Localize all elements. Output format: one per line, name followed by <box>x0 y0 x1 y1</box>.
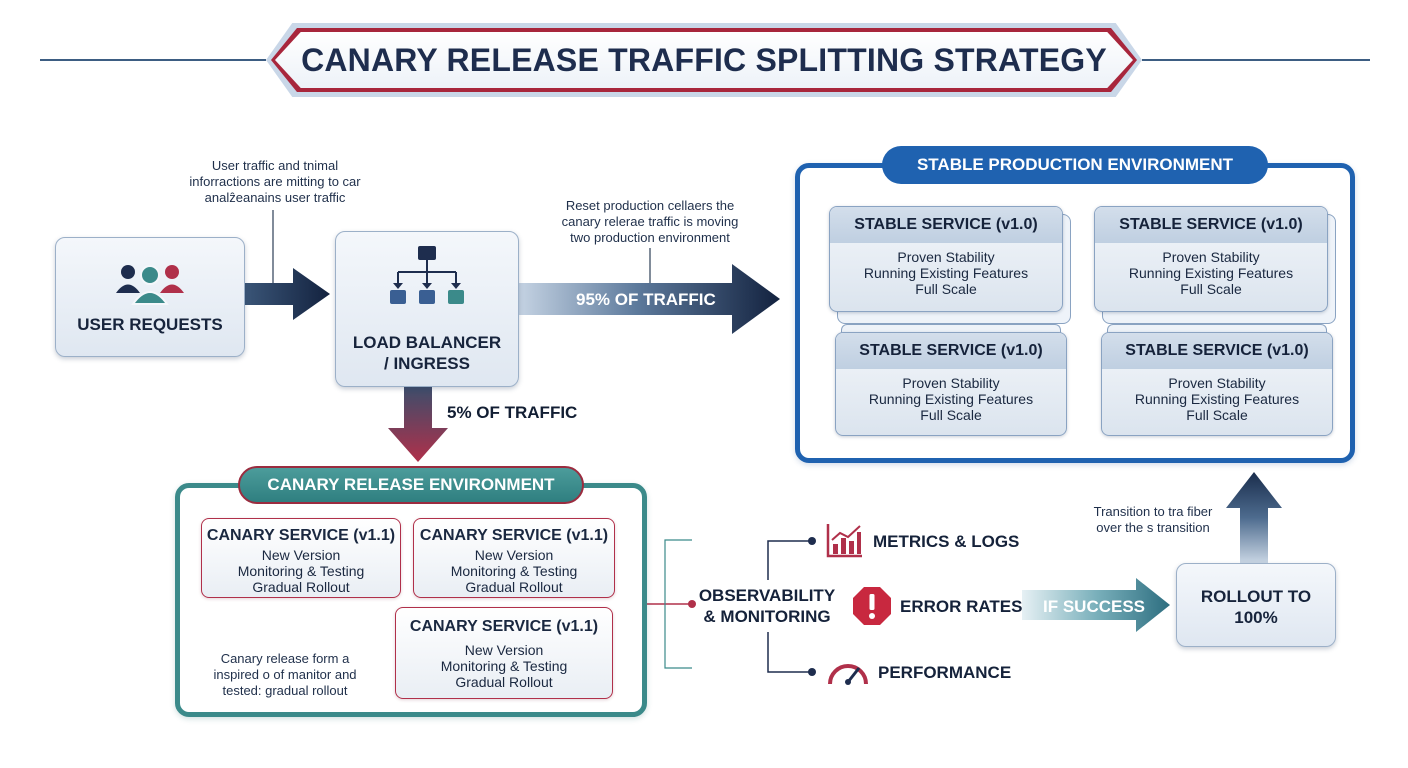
arrow-5-traffic <box>388 385 448 462</box>
monitor-performance-label: PERFORMANCE <box>878 663 1012 682</box>
gauge-icon <box>828 664 868 685</box>
user-requests-label: USER REQUESTS <box>77 315 223 334</box>
rollout-node: ROLLOUT TO 100% <box>1176 563 1336 647</box>
traffic-95-label: 95% OF TRAFFIC <box>576 290 716 309</box>
stable-service-stack <box>841 324 1061 333</box>
bar-chart-icon <box>826 524 862 558</box>
arrow-user-to-lb <box>245 268 330 320</box>
load-balancer-node: LOAD BALANCER / INGRESS <box>335 231 519 387</box>
arrow-rollout-up <box>1226 472 1282 563</box>
alert-octagon-icon <box>853 587 891 625</box>
monitor-metrics-label: METRICS & LOGS <box>873 532 1020 551</box>
stable-service-stack <box>1107 324 1327 333</box>
arrow-if-success <box>1022 578 1170 632</box>
monitor-errors-label: ERROR RATES <box>900 597 1023 616</box>
stable-env-title: STABLE PRODUCTION ENVIRONMENT <box>882 146 1268 184</box>
page-title: CANARY RELEASE TRAFFIC SPLITTING STRATEG… <box>301 41 1107 78</box>
rollout-label-1: ROLLOUT TO <box>1200 587 1312 606</box>
observability-label: OBSERVABILITY& MONITORING <box>698 586 836 626</box>
load-balancer-label-1: LOAD BALANCER <box>352 333 502 352</box>
if-success-label: IF SUCCESS <box>1043 597 1146 616</box>
users-icon <box>116 265 184 305</box>
traffic-5-label: 5% OF TRAFFIC <box>447 403 578 422</box>
title-banner: CANARY RELEASE TRAFFIC SPLITTING STRATEG… <box>275 32 1133 88</box>
arrow-95-traffic <box>519 264 780 334</box>
canary-env-title: CANARY RELEASE ENVIRONMENT <box>238 466 584 504</box>
rollout-label-2: 100% <box>1234 608 1278 627</box>
network-tree-icon <box>390 246 464 304</box>
user-requests-node: USER REQUESTS <box>55 237 245 357</box>
load-balancer-label-2: / INGRESS <box>384 354 470 373</box>
